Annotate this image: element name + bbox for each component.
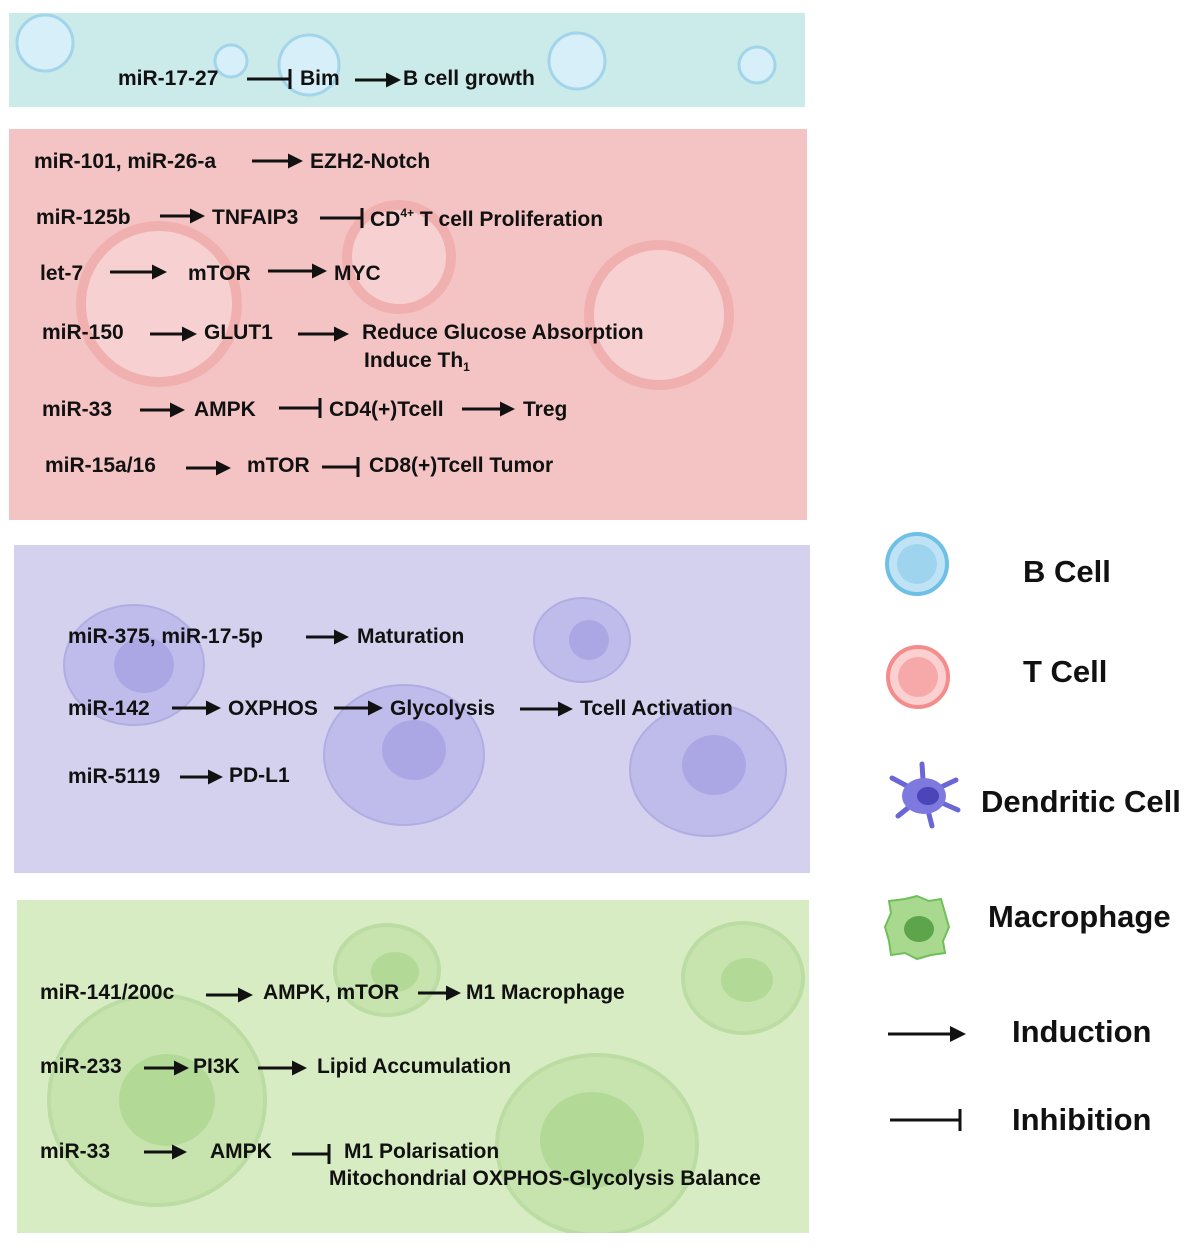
induction-arrow-icon <box>888 1026 966 1042</box>
b-cell-panel <box>9 13 805 107</box>
m-r3-target: AMPK <box>210 1140 272 1163</box>
t-r3-target: mTOR <box>188 262 251 285</box>
t-r4-effect: Reduce Glucose Absorption <box>362 321 644 344</box>
legend-inhibition: Inhibition <box>1012 1102 1152 1137</box>
m-r2-effect: Lipid Accumulation <box>317 1055 512 1078</box>
dendritic-background-cells <box>63 597 787 837</box>
t-r5-target: AMPK <box>194 398 256 421</box>
t-r5-effect2: Treg <box>523 398 568 421</box>
t-r3-effect: MYC <box>334 262 381 285</box>
m-r3-mirna: miR-33 <box>40 1140 111 1163</box>
m-r1-effect: M1 Macrophage <box>466 981 625 1004</box>
t-r3-mirna: let-7 <box>40 262 84 285</box>
d-r2-target: OXPHOS <box>228 697 318 720</box>
m-r1-mirna: miR-141/200c <box>40 981 175 1004</box>
d-r2-effect2: Tcell Activation <box>580 697 733 720</box>
dendritic-cell-panel <box>14 545 810 873</box>
t-r2-target: TNFAIP3 <box>212 206 299 229</box>
t-r6-effect: CD8(+)Tcell Tumor <box>369 454 554 477</box>
t-r4-effect2: Induce Th1 <box>364 349 470 374</box>
inhibition-bar-icon <box>890 1109 962 1131</box>
t-r5-effect: CD4(+)Tcell <box>329 398 444 421</box>
macrophage-icon <box>883 894 951 961</box>
t-r2-mirna: miR-125b <box>36 206 131 229</box>
d-r2-mirna: miR-142 <box>68 697 150 720</box>
t-r4-mirna: miR-150 <box>42 321 124 344</box>
d-r1-effect: Maturation <box>357 625 465 648</box>
t-r6-mirna: miR-15a/16 <box>45 454 156 477</box>
t-r4-target: GLUT1 <box>204 321 273 344</box>
t-r1-target: EZH2-Notch <box>310 150 431 173</box>
t-r2-effect: CD4+ T cell Proliferation <box>370 206 604 231</box>
m-r2-target: PI3K <box>193 1055 240 1078</box>
t-cell-panel <box>9 129 807 520</box>
b-target-label: Bim <box>300 67 340 90</box>
legend-b-cell: B Cell <box>1023 554 1111 589</box>
d-r2-effect: Glycolysis <box>390 697 496 720</box>
m-r3-effect: M1 Polarisation <box>344 1140 500 1163</box>
d-r3-mirna: miR-5119 <box>68 765 161 788</box>
b-effect-label: B cell growth <box>403 67 535 90</box>
legend-dendritic-cell: Dendritic Cell <box>981 784 1181 819</box>
dendritic-cell-icon <box>889 761 961 829</box>
b-mirna-label: miR-17-27 <box>118 67 219 90</box>
t-r6-target: mTOR <box>247 454 310 477</box>
t-r1-mirna: miR-101, miR-26-a <box>34 150 217 173</box>
macrophage-background-cells <box>47 921 805 1233</box>
m-r2-mirna: miR-233 <box>40 1055 122 1078</box>
b-cell-icon <box>885 532 949 596</box>
legend-induction: Induction <box>1012 1014 1152 1049</box>
d-r3-target: PD-L1 <box>229 764 290 787</box>
d-r1-mirna: miR-375, miR-17-5p <box>68 625 263 648</box>
t-r5-mirna: miR-33 <box>42 398 113 421</box>
legend-macrophage: Macrophage <box>988 899 1171 934</box>
m-r3-effect2: Mitochondrial OXPHOS-Glycolysis Balance <box>329 1167 761 1190</box>
t-cell-icon <box>886 645 950 709</box>
b-cell-background-cells <box>15 13 777 97</box>
t-cell-background-cells <box>76 200 734 390</box>
m-r1-target: AMPK, mTOR <box>263 981 400 1004</box>
legend-t-cell: T Cell <box>1023 654 1108 689</box>
